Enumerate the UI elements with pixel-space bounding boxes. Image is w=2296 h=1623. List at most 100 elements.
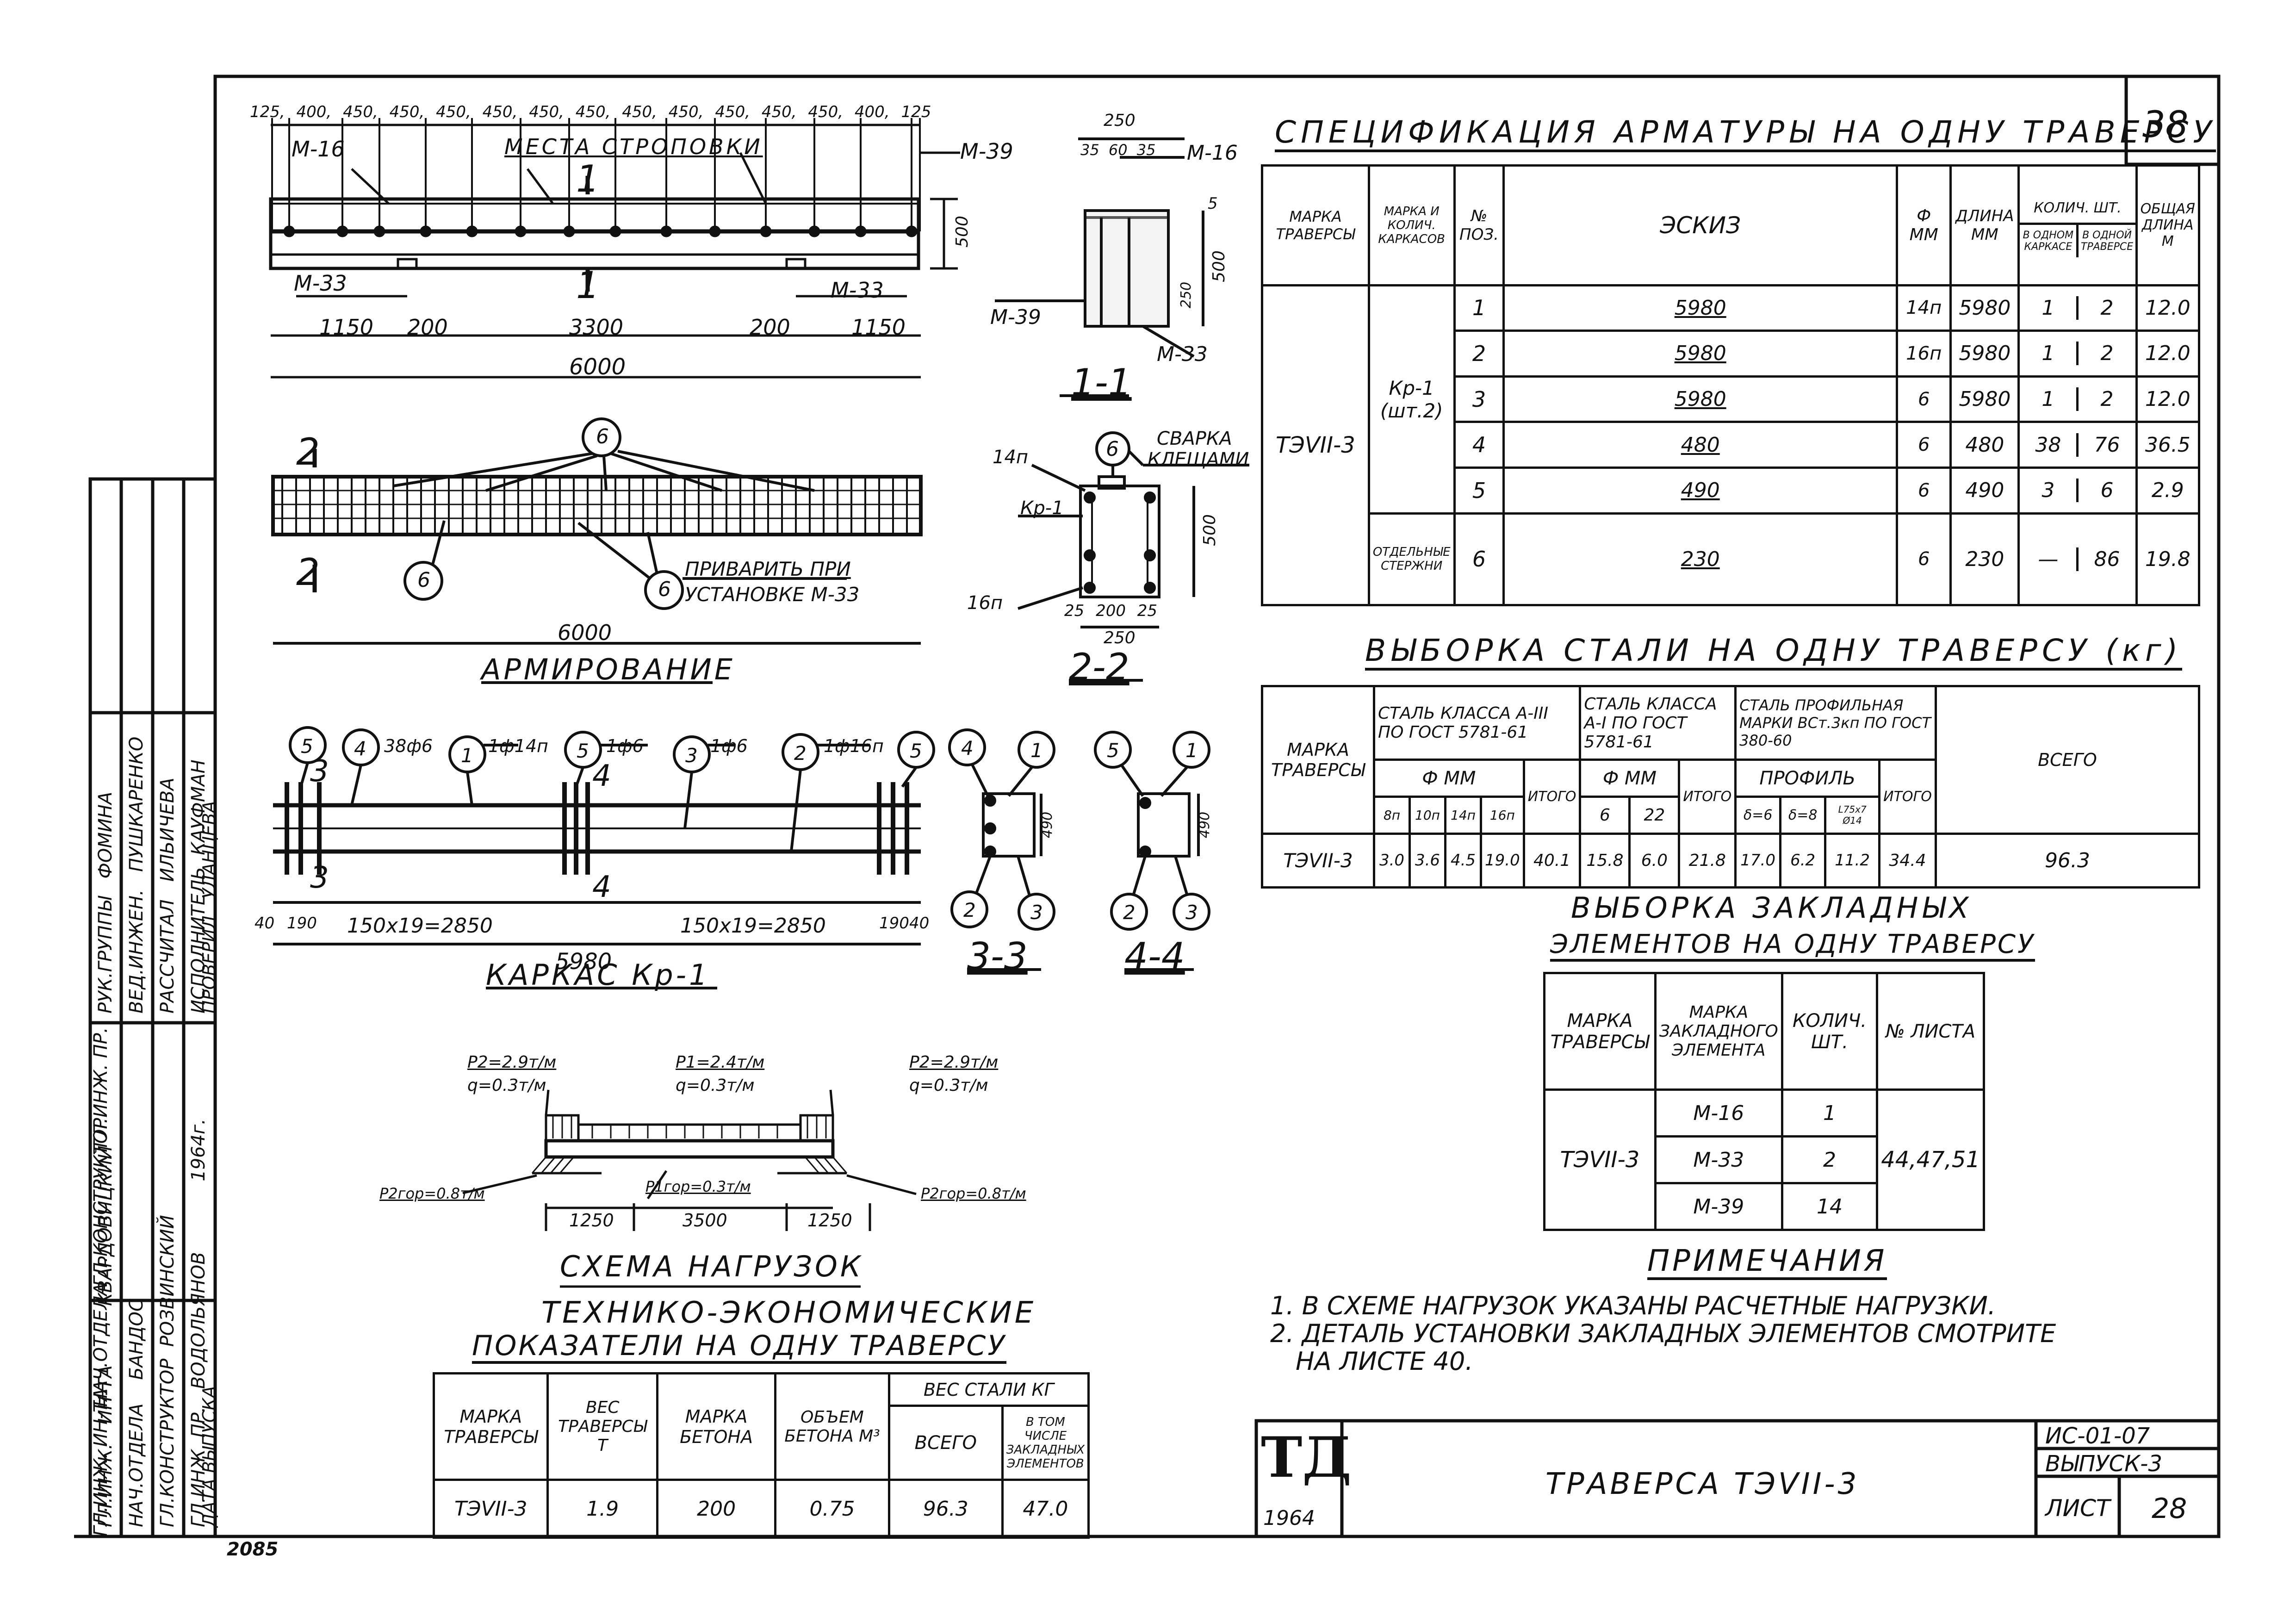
stamp-col-roles-5: ДАТА ВЫПУСКА — [199, 1386, 219, 1527]
sec22-title: 2-2 — [1069, 646, 1129, 689]
stamp-person: ФОМИНА — [95, 791, 116, 879]
karkas-pos2: 2 — [794, 742, 807, 765]
arm-title: АРМИРОВАНИЕ — [481, 653, 735, 686]
load-q-left: q=0.3т/м — [467, 1076, 546, 1095]
karkas-sec4-top: 4 — [592, 759, 611, 793]
steel-v3: 6.2 — [1779, 832, 1827, 889]
karkas-dim40a: 40 — [254, 914, 275, 933]
embed-el: М-33 — [1654, 1135, 1783, 1185]
label-m33-left: М-33 — [294, 271, 347, 296]
spec-one: 3 — [2020, 479, 2079, 503]
steel-c3: L75х7 Ø14 — [1824, 795, 1881, 835]
spec-len: 490 — [1949, 466, 2020, 515]
steel-h-vsego: ВСЕГО — [1934, 685, 2201, 835]
spec-phi: 6 — [1895, 466, 1952, 515]
steel-h-itogo1: ИТОГО — [1522, 759, 1582, 835]
steel-v1: 3.0 — [1373, 832, 1411, 889]
embed-el: М-39 — [1654, 1182, 1783, 1231]
drawing-name: ТРАВЕРСА ТЭVII-3 — [1545, 1467, 1860, 1501]
karkas-1f6b: 1ф6 — [710, 736, 748, 756]
dim-200-left: 200 — [407, 315, 448, 340]
karkas-pos1: 1 — [461, 744, 473, 767]
loads-title: СХЕМА НАГРУЗОК — [560, 1250, 863, 1283]
steel-h-marka: МАРКА ТРАВЕРСЫ — [1261, 685, 1375, 835]
sec11-dim-250: 250 — [1104, 111, 1136, 130]
karkas-sec3-bottom: 3 — [310, 861, 329, 895]
tech-title2: ПОКАЗАТЕЛИ НА ОДНУ ТРАВЕРСУ — [472, 1331, 1006, 1364]
sec33-title: 3-3 — [967, 935, 1028, 978]
spec-karkas: Кр-1 (шт.2) — [1367, 284, 1456, 515]
logo-td: ТД — [1261, 1425, 1352, 1490]
spec-pos: 1 — [1453, 284, 1505, 332]
steel-c1: 10п — [1409, 795, 1446, 835]
arm-note-weld: ПРИВАРИТЬ ПРИ — [685, 558, 851, 580]
stamp-person: УЛАНЦЕВА — [199, 801, 219, 899]
plan-spacing: 450 — [622, 103, 652, 121]
stamp-col-group-3: РАССЧИТАЛ ИЛЬИЧЕВА — [157, 777, 178, 1014]
spec-eskiz: 480 — [1502, 421, 1898, 469]
steel-c2: 6 — [1579, 795, 1631, 835]
tech-concrete: 200 — [656, 1479, 777, 1539]
load-dim-1250b: 1250 — [807, 1210, 852, 1231]
sheet-number-box — [2124, 75, 2221, 166]
arm-pos6-left: 6 — [417, 568, 430, 592]
sec44-title: 4-4 — [1124, 935, 1185, 978]
spec-one: 1 — [2020, 342, 2079, 366]
steel-i3: 34.4 — [1878, 832, 1937, 889]
sec33-p2: 2 — [963, 899, 976, 921]
spec-h-phi: Ф ММ — [1895, 164, 1952, 286]
plan-spacing: 125 — [901, 103, 931, 121]
sec11-dims: 35 60 35 — [1080, 141, 1156, 159]
stamp-col-roles-2: НАЧ.ОТДЕЛА БАНДОС — [126, 1299, 147, 1527]
spec-total: 36.5 — [2135, 421, 2201, 469]
stamp-col-group-1: РУК.ГРУППЫ ФОМИНА — [95, 792, 116, 1014]
sec22-svarka: СВАРКА — [1157, 428, 1232, 449]
karkas-pos5c: 5 — [910, 740, 922, 762]
stamp-role: ВОДОЛЬЯНОВ — [188, 1252, 209, 1389]
tech-all: 96.3 — [887, 1479, 1004, 1539]
tech-h-marka: МАРКА ТРАВЕРСЫ — [432, 1372, 549, 1481]
plan-spacing: 450 — [575, 103, 606, 121]
spec-one: 38 — [2020, 433, 2079, 457]
cage-kr1-drawing — [273, 726, 935, 989]
spec-eskiz: 5980 — [1502, 284, 1898, 332]
note-1: 1. В СХЕМЕ НАГРУЗОК УКАЗАНЫ РАСЧЕТНЫЕ НА… — [1270, 1291, 1996, 1320]
stamp-col-roles-1: ГЛ.ИНЖ. ИН-ТА КВАРДОВИЦКИЙ — [95, 1145, 116, 1527]
spec-one: 1 — [2020, 296, 2079, 320]
stamp-role: ПРОВЕРИЛ — [199, 915, 219, 1014]
spec-len: 230 — [1949, 512, 2020, 606]
load-p1: Р1=2.4т/м — [676, 1053, 765, 1072]
steel-c1: 8п — [1373, 795, 1411, 835]
plan-spacings: 125, 400, 450, 450, 450, 450, 450, 450, … — [250, 103, 931, 121]
steel-h-a1: СТАЛЬ КЛАССА А-I ПО ГОСТ 5781-61 — [1579, 684, 1737, 761]
steel-h-prof: СТАЛЬ ПРОФИЛЬНАЯ МАРКИ ВСт.3кп ПО ГОСТ 3… — [1734, 684, 1937, 761]
dim-6000: 6000 — [569, 354, 626, 380]
plan-spacing: 450 — [436, 103, 466, 121]
stamp-col-roles-3: ГЛ.КОНСТРУКТОР РОЗВИНСКИЙ — [157, 1215, 178, 1527]
note-2b: НА ЛИСТЕ 40. — [1296, 1347, 1473, 1376]
stamp-role: РУК.ГРУППЫ — [95, 896, 116, 1014]
steel-v2: 15.8 — [1579, 832, 1631, 889]
arm-sec2-top: 2 — [296, 430, 320, 473]
sec44-p3: 3 — [1185, 901, 1198, 924]
steel-v3: 17.0 — [1734, 832, 1782, 889]
sec11-dim-250-vert: 250 — [1178, 281, 1195, 309]
karkas-dim-left: 150х19=2850 — [347, 914, 493, 938]
sec11-m16: М-16 — [1187, 141, 1238, 165]
embed-h-marka: МАРКА ТРАВЕРСЫ — [1543, 971, 1657, 1091]
spec-h-eskiz: ЭСКИЗ — [1502, 164, 1898, 286]
spec-h-total: ОБЩАЯ ДЛИНА М — [2135, 164, 2201, 286]
spec-len: 480 — [1949, 421, 2020, 469]
tech-volume: 0.75 — [774, 1479, 890, 1539]
load-q-mid: q=0.3т/м — [676, 1076, 755, 1095]
steel-i2: 21.8 — [1678, 832, 1737, 889]
karkas-38f6: 38ф6 — [384, 736, 433, 756]
steel-table: МАРКА ТРАВЕРСЫ СТАЛЬ КЛАССА А-III ПО ГОС… — [1261, 684, 2201, 889]
doc-issue: ВЫПУСК-3 — [2045, 1451, 2163, 1477]
karkas-dim-5980: 5980 — [555, 949, 612, 975]
load-pgor-right: Р2гор=0.8т/м — [921, 1185, 1026, 1202]
spec-one: 1 — [2020, 387, 2079, 411]
spec-eskiz: 5980 — [1502, 330, 1898, 378]
list-number: 28 — [2152, 1492, 2187, 1525]
sec44-p1: 1 — [1185, 739, 1198, 762]
